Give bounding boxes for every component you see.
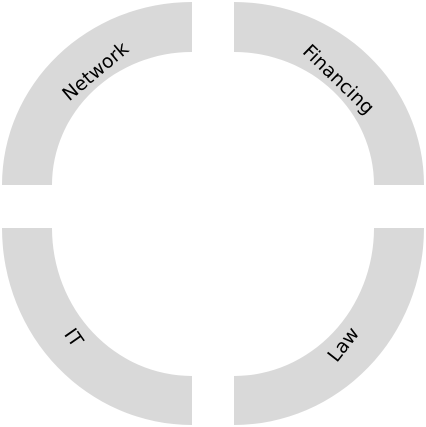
segment-it: IT bbox=[2, 228, 192, 425]
segment-law: Law bbox=[234, 228, 424, 425]
segment-financing: Financing bbox=[234, 2, 424, 185]
segment-law-arc bbox=[234, 228, 424, 425]
segment-network-arc bbox=[2, 2, 192, 185]
segment-network: Network bbox=[2, 2, 192, 185]
segment-it-arc bbox=[2, 228, 192, 425]
segment-financing-arc bbox=[234, 2, 424, 185]
